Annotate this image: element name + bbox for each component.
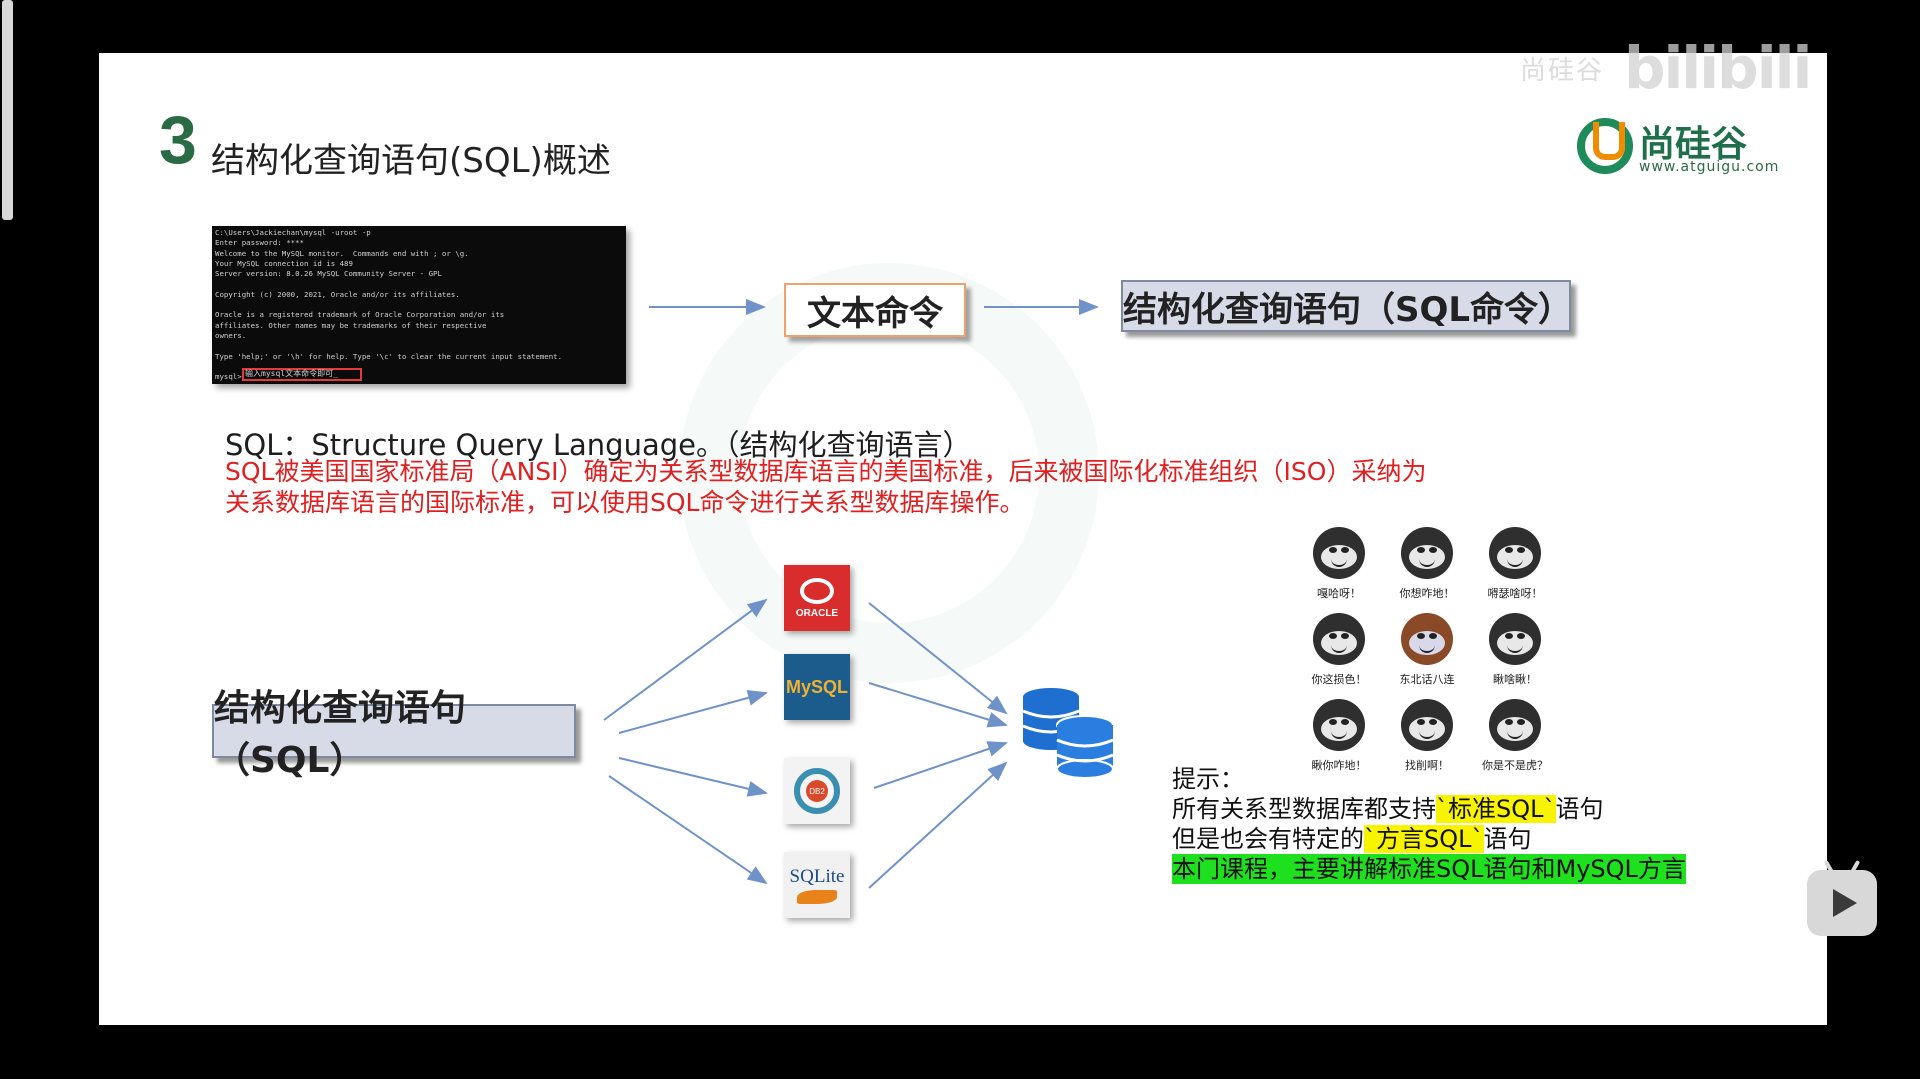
sql-command-box: 结构化查询语句（SQL命令）: [1121, 280, 1572, 332]
sql-definition: SQL：Structure Query Language。（结构化查询语言）: [225, 428, 972, 462]
slide: 3 结构化查询语句(SQL)概述 尚硅谷 www.atguigu.com C:\…: [99, 53, 1827, 1025]
tip-line-1: 所有关系型数据库都支持`标准SQL`语句: [1172, 794, 1686, 824]
tip-line-2-prefix: 但是也会有特定的: [1172, 825, 1364, 853]
tip-line-1-suffix: 语句: [1555, 795, 1604, 823]
watermark-author: 尚硅谷: [1520, 55, 1605, 86]
sticker: 瞅啥瞅！: [1475, 609, 1555, 687]
mysql-icon: MySQL: [784, 654, 850, 720]
tip-line-2-highlight: `方言SQL`: [1364, 825, 1484, 853]
text-command-box: 文本命令: [784, 283, 966, 337]
sticker-caption: 你这损色！: [1311, 673, 1367, 686]
arrow-sql-to-oracle: [603, 598, 768, 721]
db2-icon: DB2: [784, 758, 850, 824]
tip-line-1-highlight: `标准SQL`: [1436, 795, 1556, 823]
sticker: 你这损色！: [1299, 609, 1379, 687]
sticker: 你是不是虎？: [1475, 695, 1555, 773]
terminal-output: C:\Users\Jackiechan\mysql -uroot -p Ente…: [215, 228, 563, 382]
section-number: 3: [159, 102, 197, 178]
sticker: 找削啊！: [1387, 695, 1467, 773]
database-icon: [1022, 688, 1114, 779]
sticker: 嘎哈呀！: [1299, 523, 1379, 601]
sql-description: SQL被美国国家标准局（ANSI）确定为关系型数据库语言的美国标准，后来被国际化…: [225, 456, 1485, 518]
brand-logo: 尚硅谷 www.atguigu.com: [1577, 113, 1780, 193]
sticker: 东北话八连: [1387, 609, 1467, 687]
arrow-sqlite-to-db: [868, 761, 1008, 889]
sticker-caption: 东北话八连: [1399, 673, 1455, 686]
sql-description-line-1: SQL被美国国家标准局（ANSI）确定为关系型数据库语言的美国标准，后来被国际化…: [225, 457, 1427, 486]
tip-block: 提示： 所有关系型数据库都支持`标准SQL`语句 但是也会有特定的`方言SQL`…: [1172, 764, 1686, 884]
sticker: 嘚瑟啥呀！: [1475, 523, 1555, 601]
sticker-caption: 瞅你咋地！: [1311, 759, 1367, 772]
sqlite-icon: SQLite: [784, 852, 850, 918]
sticker-caption: 嘎哈呀！: [1317, 587, 1361, 600]
tip-line-1-prefix: 所有关系型数据库都支持: [1172, 795, 1436, 823]
terminal-input-hint: 输入mysql文本命令即可_: [245, 369, 338, 378]
play-icon: [1833, 889, 1857, 917]
sticker-caption: 你想咋地！: [1399, 587, 1455, 600]
arrow-db2-to-db: [873, 741, 1008, 789]
sticker-caption: 你是不是虎？: [1482, 759, 1548, 772]
sticker: 瞅你咋地！: [1299, 695, 1379, 773]
db2-label: DB2: [806, 780, 828, 802]
brand-url: www.atguigu.com: [1639, 159, 1780, 175]
tip-line-2-suffix: 语句: [1483, 825, 1532, 853]
tip-line-2: 但是也会有特定的`方言SQL`语句: [1172, 824, 1686, 854]
mysql-label: MySQL: [785, 676, 848, 697]
sql-main-box: 结构化查询语句（SQL）: [212, 688, 576, 781]
terminal-screenshot: C:\Users\Jackiechan\mysql -uroot -p Ente…: [212, 226, 626, 384]
sticker-caption: 嘚瑟啥呀！: [1487, 587, 1543, 600]
play-button[interactable]: [1807, 859, 1877, 936]
arrow-sql-to-db2: [618, 757, 768, 797]
arrow-mysql-to-db: [868, 682, 1008, 728]
oracle-label: ORACLE: [795, 607, 839, 619]
brand-logo-icon: [1577, 118, 1633, 174]
terminal-input-highlight: [242, 368, 362, 381]
sticker-caption: 找削啊！: [1405, 759, 1449, 772]
arrow-sql-to-mysql: [618, 690, 768, 734]
oracle-icon: ORACLE: [784, 565, 850, 631]
bilibili-logo-icon: bilibili: [1624, 34, 1812, 102]
flow-arrows: [603, 299, 1099, 889]
tip-line-3: 本门课程，主要讲解标准SQL语句和MySQL方言: [1172, 854, 1686, 884]
sqlite-label: SQLite: [789, 866, 845, 887]
brand-name: 尚硅谷: [1639, 124, 1748, 165]
arrow-oracle-to-db: [868, 602, 1008, 715]
arrow-sql-to-sqlite: [608, 775, 768, 885]
sql-description-line-2: 关系数据库语言的国际标准，可以使用SQL命令进行关系型数据库操作。: [225, 488, 1025, 517]
sticker-caption: 瞅啥瞅！: [1493, 673, 1537, 686]
video-watermark: 尚硅谷 bilibili: [1520, 34, 1812, 102]
tip-title: 提示：: [1172, 765, 1244, 793]
player-scrollbar[interactable]: [2, 0, 13, 220]
sticker: 你想咋地！: [1387, 523, 1467, 601]
section-title: 结构化查询语句(SQL)概述: [211, 141, 611, 181]
